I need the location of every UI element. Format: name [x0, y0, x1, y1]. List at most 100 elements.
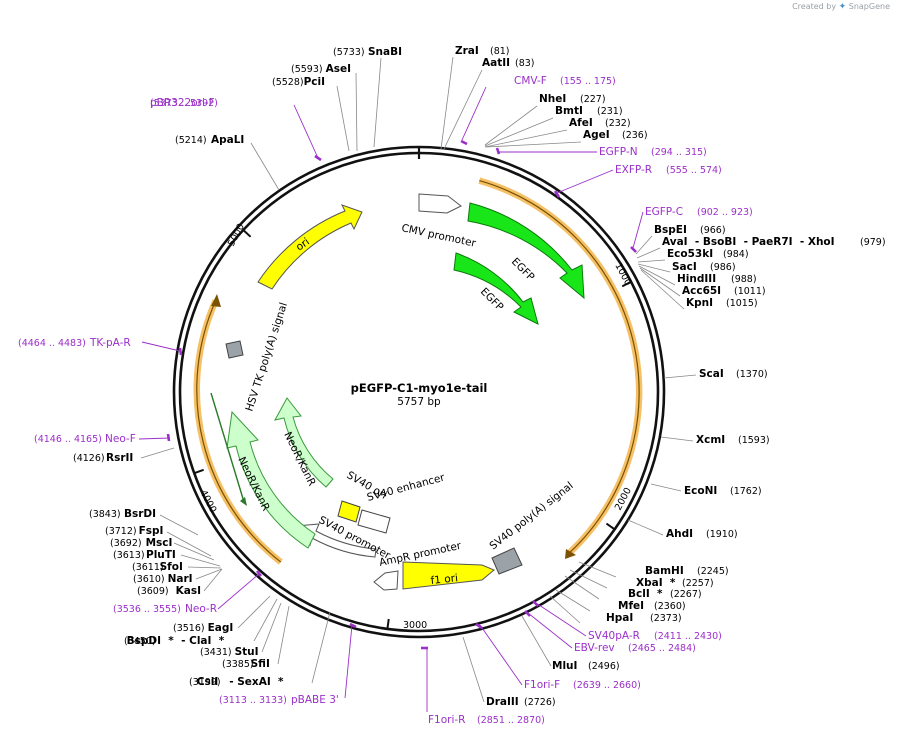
enzyme-position: (2496): [588, 661, 620, 672]
primer-name: pBABE 3': [291, 694, 339, 706]
tick-label-5000: 5000: [226, 222, 247, 249]
primer-range: (2639 .. 2660): [573, 680, 641, 691]
enzyme-position: (2245): [697, 566, 729, 577]
primer-name: EGFP-C: [645, 206, 683, 218]
enzyme-leader: [311, 611, 331, 684]
enzyme-position: (3610): [133, 574, 165, 585]
enzyme-position: (236): [622, 130, 648, 141]
enzyme-position: (3385): [222, 659, 254, 670]
enzyme-name: FspI: [139, 525, 164, 537]
enzyme-name: MscI: [146, 537, 173, 549]
site-labels: SnaBI(5733)AseI(5593)PciI(5528)ApaLI(521…: [18, 45, 886, 726]
enzyme-leader: [635, 235, 653, 255]
tick-mark-2000: [605, 522, 616, 531]
primer-name: TK-pA-R: [89, 337, 131, 349]
enzyme-name: AvaI - BsoBI - PaeR7I - XhoI: [662, 236, 835, 248]
tick-mark-5000: [242, 229, 252, 238]
enzyme-name: XbaI *: [636, 577, 676, 589]
enzyme-position: (4126): [73, 453, 105, 464]
enzyme-name: NheI: [539, 93, 566, 105]
enzyme-leader: [640, 269, 685, 310]
tick-mark-4000: [193, 468, 204, 475]
enzyme-name: HpaI: [606, 612, 633, 624]
primer-binding-mark: [166, 433, 171, 442]
enzyme-position: (1910): [706, 529, 738, 540]
enzyme-name: AhdI: [666, 528, 693, 540]
enzyme-leader: [650, 483, 682, 492]
feature-sv40-promoter: [295, 523, 377, 558]
snapgene-credit: Created by ✦ SnapGene: [792, 2, 890, 12]
enzyme-position: (3199): [189, 677, 221, 688]
enzyme-leader: [485, 141, 582, 148]
credit-prefix: Created by: [792, 2, 837, 11]
enzyme-leader: [443, 69, 483, 150]
enzyme-name: SfoI: [160, 561, 183, 573]
feature-ori: [257, 204, 363, 290]
credit-brand: SnapGene: [848, 2, 890, 11]
enzyme-name: EcoNI: [684, 485, 717, 497]
feature-sv40-ori: [337, 500, 361, 523]
orf-line-egfp: [479, 179, 640, 553]
enzyme-name: PciI: [304, 76, 325, 88]
enzyme-position: (1370): [736, 369, 768, 380]
enzyme-leader: [636, 247, 661, 259]
primer-name: Neo-R: [185, 603, 217, 615]
enzyme-name: NarI: [168, 573, 193, 585]
enzyme-leader: [159, 514, 199, 536]
enzyme-leader: [180, 554, 221, 567]
orf-bands: [193, 177, 643, 565]
enzyme-leader: [253, 598, 278, 642]
enzyme-name: XcmI: [696, 434, 725, 446]
tick-mark-1000: [621, 280, 632, 288]
primer-range: (2851 .. 2870): [477, 715, 545, 726]
primer-leader: [344, 624, 353, 699]
enzyme-name: CsiI - SexAI *: [197, 676, 284, 688]
enzyme-position: (81): [490, 46, 510, 57]
enzyme-name: MluI: [552, 660, 577, 672]
enzyme-name: KpnI: [686, 297, 713, 309]
primer-name: Neo-F: [105, 433, 136, 445]
feature-egfp-outer: [467, 202, 585, 300]
neo-line-arrow: [240, 497, 247, 506]
feature-neor-kanr-inner: [274, 397, 334, 488]
primer-range: (3536 .. 3555): [113, 604, 181, 615]
primer-binding-mark: [475, 622, 483, 630]
primer-name: pBR322ori-F: [150, 97, 215, 109]
primer-range: (155 .. 175): [560, 76, 616, 87]
enzyme-leader: [336, 85, 350, 152]
enzyme-position: (5593): [291, 64, 323, 75]
enzyme-leader: [440, 56, 454, 150]
plasmid-name: pEGFP-C1-myo1e-tail: [351, 381, 488, 395]
enzyme-leader: [484, 117, 554, 147]
enzyme-name: StuI: [235, 646, 259, 658]
enzyme-name: BclI *: [628, 588, 663, 600]
primer-range: (4146 .. 4165): [34, 434, 102, 445]
primer-name: F1ori-F: [524, 679, 560, 691]
primer-leader: [461, 86, 487, 141]
primer-binding-mark: [630, 246, 637, 253]
tick-label-3000: 3000: [403, 620, 427, 631]
enzyme-leader: [484, 129, 568, 148]
enzyme-leader: [578, 561, 617, 578]
feature-label-f1ori: f1 ori: [430, 572, 458, 587]
primer-name: EGFP-N: [599, 146, 638, 158]
primer-leader: [535, 602, 587, 637]
enzyme-name: SfiI: [251, 658, 270, 670]
enzyme-position: (2360): [654, 601, 686, 612]
enzyme-position: (988): [731, 274, 757, 285]
feature-label-cmv: CMV promoter: [400, 222, 477, 250]
primer-leader: [527, 612, 573, 649]
enzyme-position: (3450): [124, 636, 156, 647]
label-leader-lines: [138, 56, 697, 712]
enzyme-position: (2373): [650, 613, 682, 624]
enzyme-leader: [203, 568, 223, 592]
primer-binding-mark: [532, 600, 539, 607]
feature-label-sv40-polya: SV40 poly(A) signal: [487, 480, 575, 553]
primer-range: (555 .. 574): [666, 165, 722, 176]
primer-range: (294 .. 315): [651, 147, 707, 158]
enzyme-leader: [187, 566, 222, 569]
primer-leader: [479, 624, 523, 686]
feature-hsv-tk-polya: [225, 340, 244, 359]
enzyme-name: BmtI: [555, 105, 583, 117]
enzyme-position: (3613): [113, 550, 145, 561]
